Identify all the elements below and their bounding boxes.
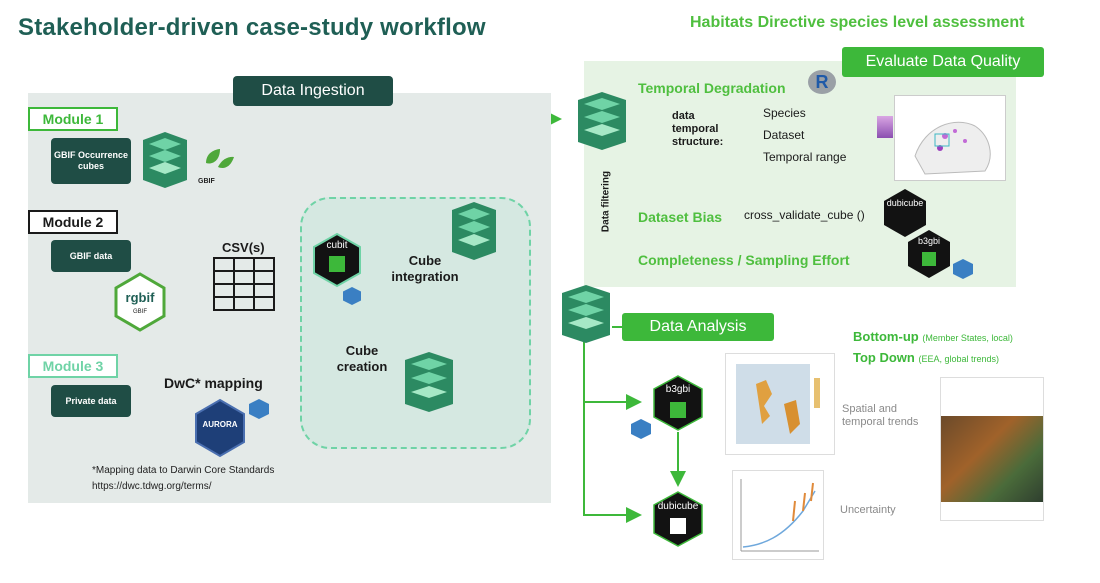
top-down-title: Top Down [853, 350, 915, 365]
temporal-degradation-heading: Temporal Degradation [638, 80, 786, 96]
aurora-hex-icon [195, 398, 245, 458]
top-down-note: (EEA, global trends) [918, 354, 1000, 364]
top-down-label: Top Down (EEA, global trends) [853, 350, 999, 365]
b3gbi-analysis-label: b3gbi [665, 384, 691, 395]
heatmap-legend-thumb [877, 116, 893, 138]
shiny-hex-icon [953, 259, 973, 279]
shiny-hex-icon [631, 419, 651, 439]
spatial-trends-label: Spatial and temporal trends [842, 403, 919, 428]
csv-label: CSV(s) [222, 240, 265, 255]
csv-grid-icon [213, 257, 275, 311]
b3gbi-hex-icon [653, 375, 703, 431]
dataset-bias-heading: Dataset Bias [638, 209, 723, 225]
rgbif-sublabel: GBIF [132, 309, 147, 315]
b-cube-icon [578, 92, 626, 150]
structure-item-species: Species [763, 106, 806, 120]
aurora-label: AURORA [202, 420, 238, 429]
gbif-logo-text: GBIF [198, 178, 215, 185]
cubit-hex-icon [313, 232, 361, 288]
module-2-label: Module 2 [28, 210, 118, 234]
europe-map-thumbnail [894, 95, 1006, 181]
module-1-label: Module 1 [28, 107, 118, 131]
b-cube-icon [405, 352, 453, 412]
data-filtering-label: Data filtering [600, 170, 612, 233]
footnote-dwc-link[interactable]: https://dwc.tdwg.org/terms/ [92, 481, 212, 492]
completeness-heading: Completeness / Sampling Effort [638, 252, 850, 268]
rgbif-label: rgbif [125, 290, 155, 305]
uncertainty-label: Uncertainty [840, 504, 896, 516]
dubicube-hex-icon [653, 491, 703, 547]
rgbif-hex-icon [114, 272, 166, 332]
r-logo-icon: R [808, 70, 836, 94]
bottom-up-note: (Member States, local) [922, 333, 1013, 343]
cubit-label: cubit [326, 240, 348, 251]
dwc-mapping-label: DwC* mapping [164, 375, 263, 391]
shiny-hex-icon [343, 287, 361, 305]
dubicube-analysis-label: dubicube [657, 501, 699, 512]
private-data-node: Private data [51, 385, 131, 417]
cube-integration-label: Cube integration [391, 253, 459, 284]
gbif-leaf-icon [206, 149, 234, 168]
spatial-map-thumbnail [725, 353, 835, 455]
dubicube-label: dubicube [886, 198, 924, 208]
data-analysis-label: Data Analysis [622, 313, 774, 341]
structure-item-temporal-range: Temporal range [763, 150, 847, 164]
data-ingestion-label: Data Ingestion [233, 76, 393, 106]
cube-creation-label: Cube creation [336, 343, 388, 374]
footnote-dwc: *Mapping data to Darwin Core Standards [92, 465, 275, 476]
gbif-data-node: GBIF data [51, 240, 131, 272]
evaluate-data-quality-label: Evaluate Data Quality [842, 47, 1044, 77]
b-cube-icon [562, 285, 610, 343]
shiny-hex-icon [249, 399, 269, 419]
bottom-up-label: Bottom-up (Member States, local) [853, 329, 1013, 344]
bottom-up-title: Bottom-up [853, 329, 919, 344]
b3gbi-hex-icon [908, 230, 950, 278]
cross-validate-function: cross_validate_cube () [744, 208, 865, 222]
dubicube-hex-icon [884, 189, 926, 237]
gbif-occurrence-cubes: GBIF Occurrence cubes [51, 138, 131, 184]
eea-report-thumbnail [940, 377, 1044, 521]
uncertainty-chart-thumbnail [732, 470, 824, 560]
temporal-structure-label: data temporal structure: [672, 110, 724, 148]
structure-item-dataset: Dataset [763, 128, 805, 142]
page-subtitle: Habitats Directive species level assessm… [690, 14, 1025, 31]
page-title: Stakeholder-driven case-study workflow [18, 14, 486, 41]
b-cube-icon [452, 202, 496, 260]
module-3-label: Module 3 [28, 354, 118, 378]
b-cube-icon [143, 132, 187, 188]
b3gbi-label: b3gbi [917, 236, 941, 246]
